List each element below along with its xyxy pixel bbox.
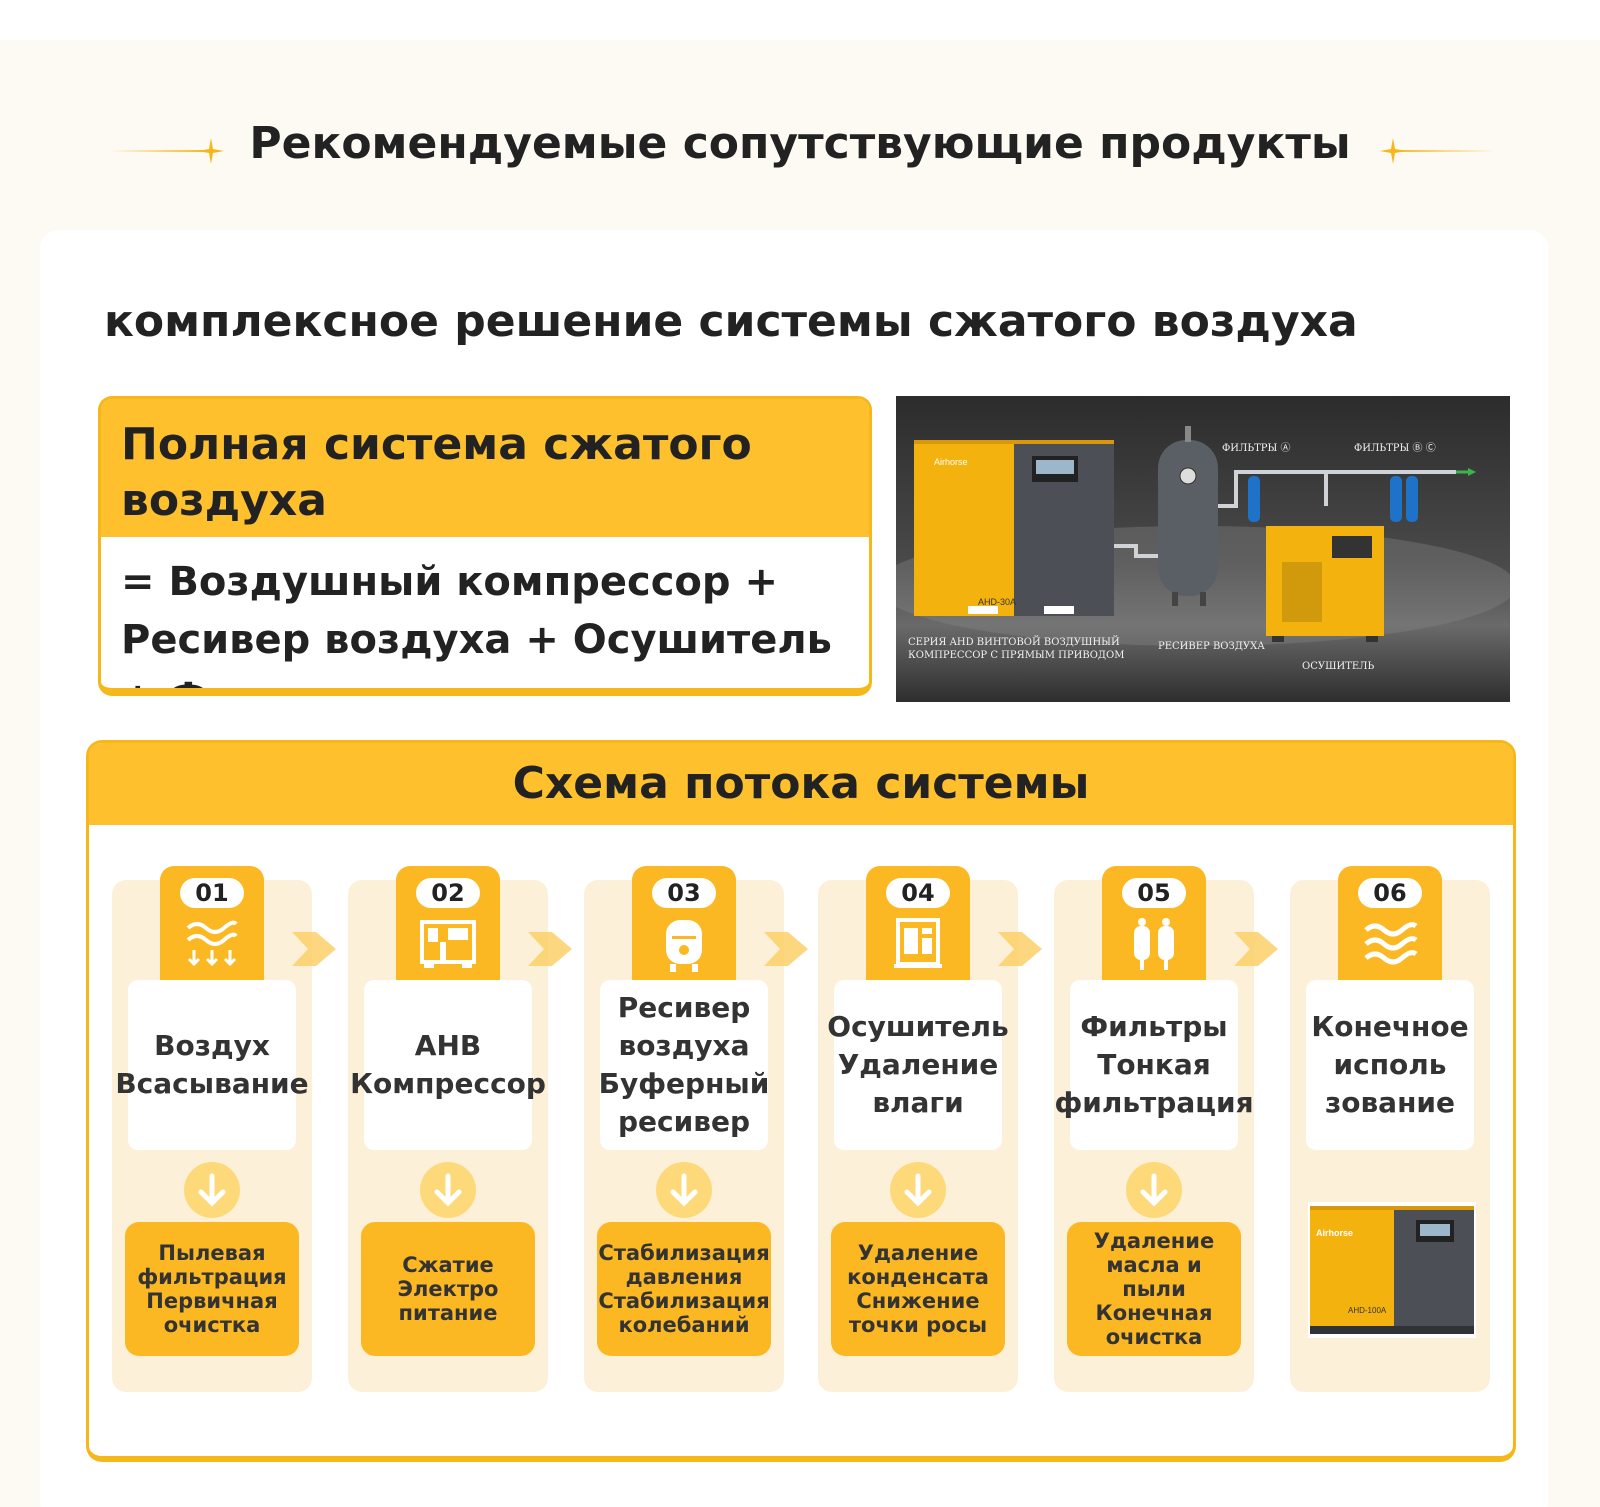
formula-body: = Воздушный компрессор + Ресивер воздуха… xyxy=(121,559,832,688)
sparkle-icon xyxy=(198,138,224,164)
label-filters-a: ФИЛЬТРЫ Ⓐ xyxy=(1222,443,1291,454)
label-compressor: СЕРИЯ AHD ВИНТОВОЙ ВОЗДУШНЫЙ КОМПРЕССОР … xyxy=(908,637,1125,661)
arrow-down-icon xyxy=(184,1162,240,1218)
system-flow-box: Схема потока системы xyxy=(86,740,1516,1462)
step-number: 06 xyxy=(1358,878,1422,908)
final-compressor-image: Airhorse AHD-100A xyxy=(1308,1202,1476,1338)
step-title-card: Ресивер воздуха Буферный ресивер xyxy=(599,980,769,1150)
step-title-card: Конечное исполь зование xyxy=(1306,980,1474,1150)
step-number: 03 xyxy=(652,878,716,908)
system-illustration xyxy=(896,426,1510,646)
step-number: 05 xyxy=(1122,878,1186,908)
label-dryer: ОСУШИТЕЛЬ xyxy=(1302,661,1375,672)
final-product-model: AHD-100A xyxy=(1348,1306,1387,1315)
label-filters-bc: ФИЛЬТРЫ Ⓑ Ⓒ xyxy=(1354,443,1436,454)
chevron-right-icon xyxy=(764,932,808,966)
arrow-down-icon xyxy=(420,1162,476,1218)
step-tab-02: 02 xyxy=(396,866,500,980)
arrow-down-icon xyxy=(890,1162,946,1218)
filters-icon xyxy=(1134,918,1174,970)
step-number: 01 xyxy=(180,878,244,908)
solution-subtitle: комплексное решение системы сжатого возд… xyxy=(104,296,1358,347)
system-photo: Airhorse AHD-30A ФИЛЬТРЫ Ⓐ ФИЛЬТРЫ Ⓑ Ⓒ С… xyxy=(896,396,1510,702)
final-product-brand: Airhorse xyxy=(1316,1228,1354,1238)
decor-line-left xyxy=(108,150,208,152)
step-tab-06: 06 xyxy=(1338,866,1442,980)
chevron-right-icon xyxy=(1234,932,1278,966)
step-result-box: Стабилизация давления Стабилизация колеб… xyxy=(597,1222,771,1356)
step-title-card: AHB Компрессор xyxy=(350,980,546,1150)
arrow-down-icon xyxy=(1126,1162,1182,1218)
step-result-box: Удаление конденсата Снижение точки росы xyxy=(831,1222,1005,1356)
decor-line-right xyxy=(1392,150,1496,152)
step-result-box: Удаление масла и пыли Конечная очистка xyxy=(1067,1222,1241,1356)
air-output-icon xyxy=(1364,922,1418,965)
step-tab-04: 04 xyxy=(866,866,970,980)
compressor-brand: Airhorse xyxy=(934,457,968,467)
chevron-right-icon xyxy=(292,932,336,966)
step-number: 04 xyxy=(886,878,950,908)
compressor-icon xyxy=(420,920,476,968)
dryer-icon xyxy=(894,918,942,968)
flow-heading: Схема потока системы xyxy=(89,743,1513,825)
step-number: 02 xyxy=(416,878,480,908)
formula-heading: Полная система сжатого воздуха xyxy=(101,399,869,537)
step-tab-01: 01 xyxy=(160,866,264,980)
system-formula-box: Полная система сжатого воздуха = Воздушн… xyxy=(98,396,872,696)
step-tab-03: 03 xyxy=(632,866,736,980)
air-tank-icon xyxy=(666,920,702,972)
step-result-box: Сжатие Электро питание xyxy=(361,1222,535,1356)
step-title-card: Фильтры Тонкая фильтрация xyxy=(1054,980,1254,1150)
compressor-illustration xyxy=(1308,1202,1476,1338)
step-title-card: Осушитель Удаление влаги xyxy=(827,980,1009,1150)
step-title-card: Воздух Всасывание xyxy=(115,980,309,1150)
step-result-box: Пылевая фильтрация Первичная очистка xyxy=(125,1222,299,1356)
section-title: Рекомендуемые сопутствующие продукты xyxy=(249,118,1351,169)
chevron-right-icon xyxy=(998,932,1042,966)
step-tab-05: 05 xyxy=(1102,866,1206,980)
arrow-down-icon xyxy=(656,1162,712,1218)
air-intake-icon xyxy=(186,920,238,967)
section-header: Рекомендуемые сопутствующие продукты xyxy=(0,110,1600,190)
chevron-right-icon xyxy=(528,932,572,966)
compressor-model: AHD-30A xyxy=(978,597,1017,607)
label-receiver: РЕСИВЕР ВОЗДУХА xyxy=(1158,641,1265,652)
